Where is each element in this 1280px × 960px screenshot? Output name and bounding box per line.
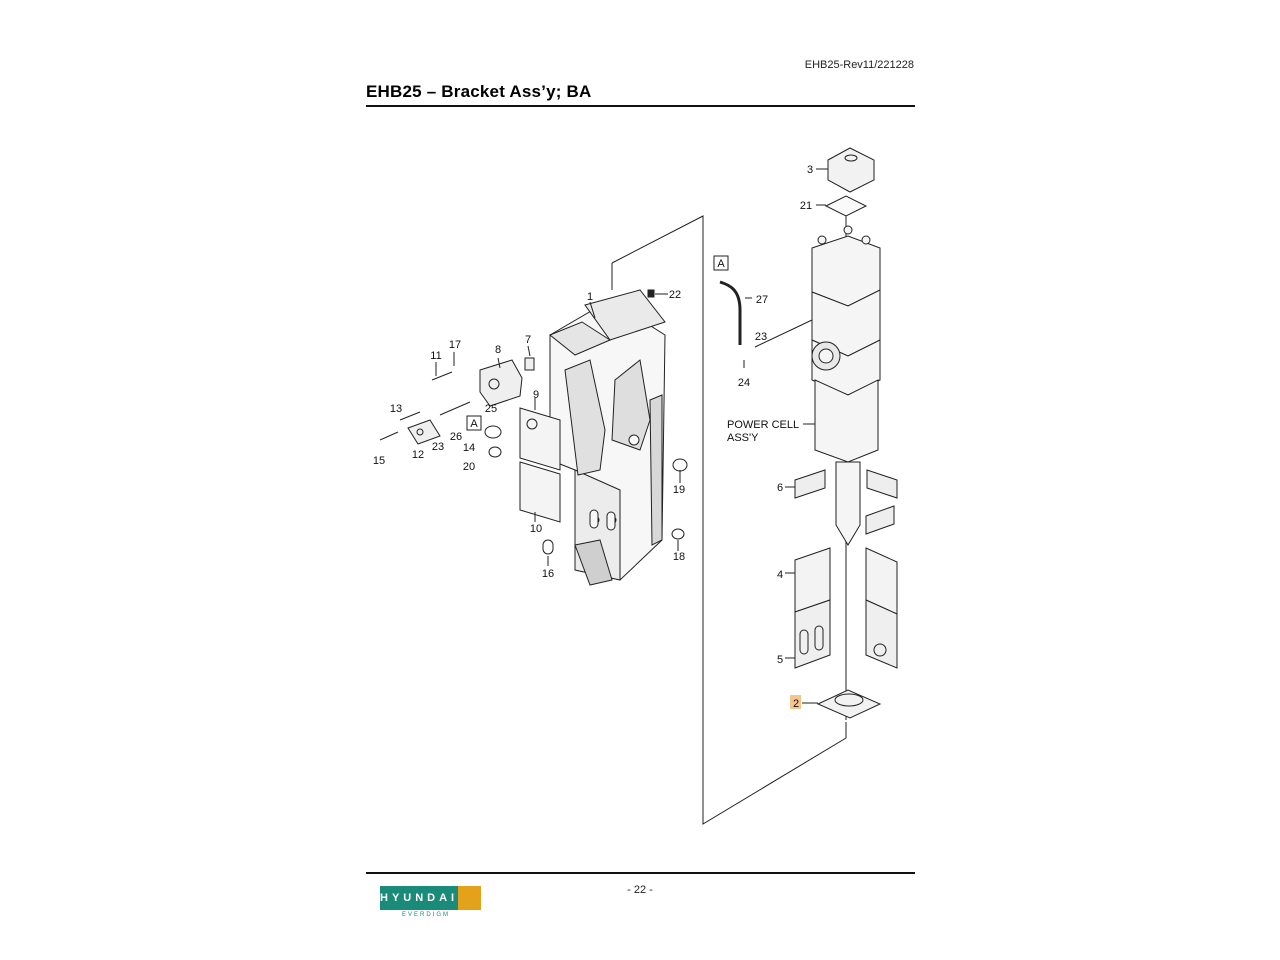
page-number: - 22 - — [627, 884, 653, 896]
part-label: 23 — [755, 331, 767, 343]
page-title: EHB25 – Bracket Ass’y; BA — [366, 82, 592, 101]
hyundai-everdigm-logo: HYUNDAI EVERDIGM — [380, 886, 482, 922]
ref-tag-a-left-label: A — [470, 418, 478, 430]
part-label: 10 — [530, 523, 542, 535]
part-label: 1 — [587, 291, 593, 303]
bracket-body — [549, 289, 666, 586]
part-label: 24 — [738, 377, 750, 389]
logo-box: HYUNDAI — [380, 886, 482, 910]
side-plate-9 — [519, 407, 561, 471]
part-2-highlight — [790, 695, 801, 709]
power-cell-label-line2: ASS'Y — [727, 432, 759, 444]
part-label: 4 — [777, 569, 783, 581]
hose-27 — [719, 280, 742, 345]
footer-rule — [366, 872, 915, 874]
header-rule — [366, 105, 915, 107]
part-label: 16 — [542, 568, 554, 580]
nut-3 — [827, 147, 875, 193]
part-label: 19 — [673, 484, 685, 496]
part-label: 27 — [756, 294, 768, 306]
part-label: 13 — [390, 403, 402, 415]
part-label: 15 — [373, 455, 385, 467]
guide-line-left — [611, 215, 847, 825]
plate-8 — [479, 359, 523, 407]
part-label: 12 — [412, 449, 424, 461]
chisel — [835, 461, 861, 546]
power-cell — [811, 225, 881, 463]
part-label: 26 — [450, 431, 462, 443]
document-code: EHB25-Rev11/221228 — [804, 59, 914, 71]
logo-accent — [458, 886, 482, 910]
part-label: 2 — [793, 698, 799, 710]
part-label: 6 — [777, 482, 783, 494]
part-label: 18 — [673, 551, 685, 563]
part-label: 3 — [807, 164, 813, 176]
part-label: 22 — [669, 289, 681, 301]
logo-text: HYUNDAI — [380, 886, 459, 910]
bushing-2 — [816, 689, 882, 719]
side-plate-10 — [519, 461, 561, 523]
part-label: 25 — [485, 403, 497, 415]
part-label: 9 — [533, 389, 539, 401]
ref-tag-a-left — [466, 415, 482, 431]
part-label: 5 — [777, 654, 783, 666]
ref-tag-a-top — [713, 255, 729, 271]
part-label: 8 — [495, 344, 501, 356]
part-label: 17 — [449, 339, 461, 351]
power-cell-label-line1: POWER CELL — [727, 419, 799, 431]
part-label: 7 — [525, 334, 531, 346]
logo-subtext: EVERDIGM — [401, 912, 450, 918]
part-label: 14 — [463, 442, 475, 454]
part-label: 23 — [432, 441, 444, 453]
part-label: 20 — [463, 461, 475, 473]
part-label: 21 — [800, 200, 812, 212]
plate-12 — [407, 419, 441, 445]
ref-tag-a-top-label: A — [717, 258, 725, 270]
part-label: 11 — [430, 350, 441, 362]
washer-21 — [824, 195, 868, 217]
